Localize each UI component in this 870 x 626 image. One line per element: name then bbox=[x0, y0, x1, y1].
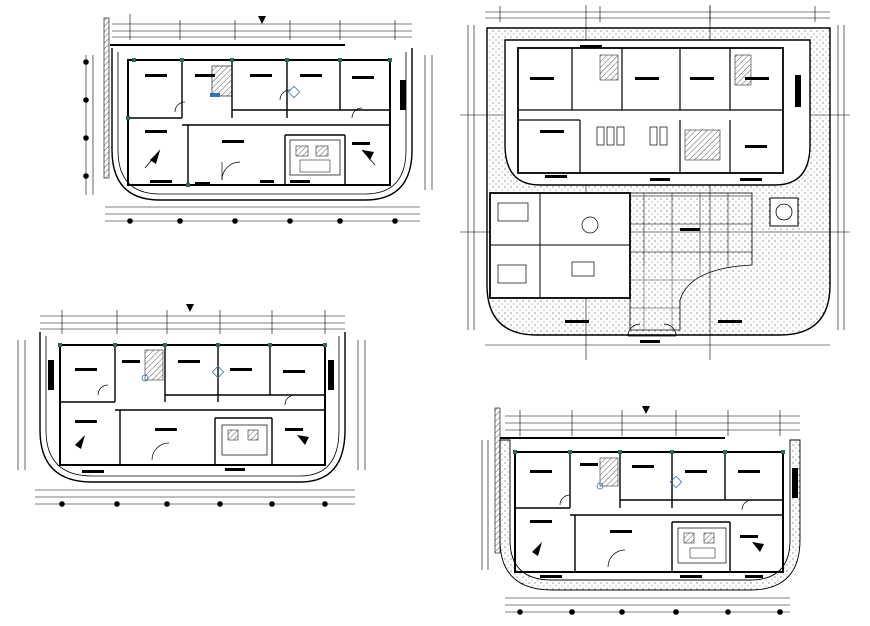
room-partitions bbox=[128, 60, 390, 185]
dimension-chain-left bbox=[467, 25, 475, 330]
dimension-chain-bottom bbox=[505, 597, 790, 615]
main-gate bbox=[627, 323, 677, 337]
door-swings bbox=[174, 89, 363, 181]
site-feature bbox=[769, 197, 799, 227]
outer-wall bbox=[111, 48, 413, 201]
window-markers bbox=[126, 58, 392, 187]
lobby-furniture bbox=[596, 126, 668, 146]
dimension-chain-left bbox=[17, 340, 26, 470]
building-envelope bbox=[127, 59, 391, 186]
floor-plan-bottom-left bbox=[17, 304, 366, 507]
wc-block bbox=[289, 139, 341, 176]
floor-plan-top-left bbox=[83, 14, 433, 224]
dimension-chain-bottom bbox=[105, 206, 420, 224]
planter-border bbox=[499, 439, 801, 591]
room-labels bbox=[145, 74, 374, 185]
dimension-chain-bottom bbox=[35, 489, 355, 507]
floor-plan-top-right bbox=[460, 5, 850, 360]
dimension-chain-left bbox=[83, 55, 94, 195]
dimension-chain-top bbox=[40, 310, 345, 334]
floor-plan-bottom-right bbox=[481, 406, 801, 615]
dimension-chain-top bbox=[505, 410, 800, 436]
stair-block bbox=[211, 65, 233, 97]
boundary-wall bbox=[103, 17, 110, 179]
outer-wall bbox=[39, 332, 346, 483]
main-building bbox=[504, 39, 811, 186]
dimension-chain-top bbox=[485, 6, 830, 22]
north-marker bbox=[258, 16, 266, 24]
